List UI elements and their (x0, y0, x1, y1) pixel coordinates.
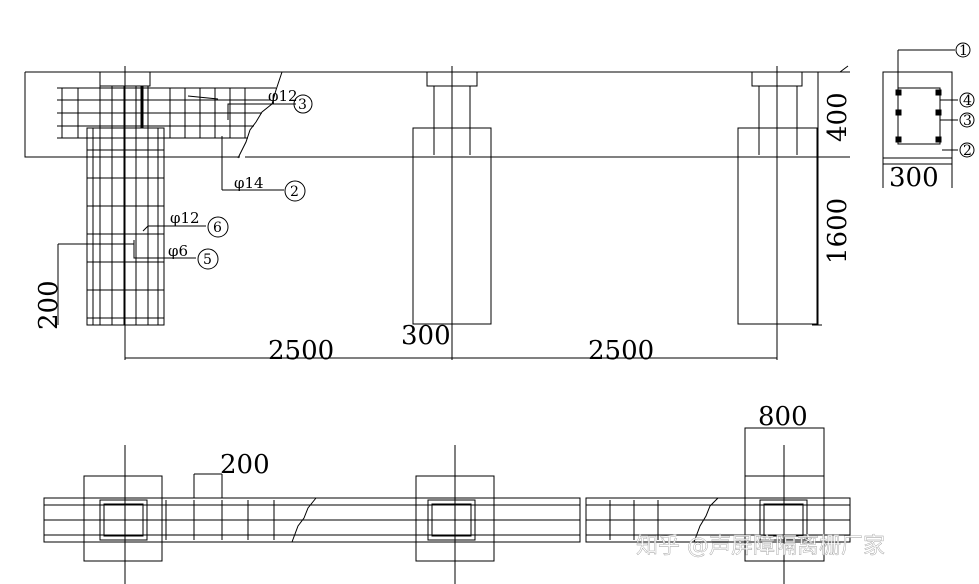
bubble-3-section: 3 (963, 113, 972, 129)
bubble-1-section: 1 (959, 43, 968, 59)
bubble-3-top: 3 (298, 97, 307, 113)
plan-pad-label: 800 (758, 402, 808, 432)
section-outline (882, 71, 953, 159)
cap-width-label: 200 (34, 280, 64, 330)
column-stirrup-label: φ6 (168, 242, 188, 260)
plan-pad-left (83, 475, 163, 562)
bottom-bar-label: φ14 (234, 174, 264, 192)
leader-column-main (142, 225, 206, 232)
section-width-label: 300 (889, 163, 939, 193)
watermark: 知乎 @声屏障隔离栅厂家 (636, 534, 885, 559)
column-main-label: φ12 (170, 209, 200, 227)
leader-column-stirrup (133, 240, 196, 259)
bubble-5: 5 (203, 252, 212, 268)
leader-top-bar (227, 103, 296, 120)
top-bar-label: φ12 (268, 87, 298, 105)
section-view (882, 49, 958, 188)
beam-outline (24, 71, 850, 158)
plan-beam-right (585, 497, 851, 543)
span-left-label: 2500 (268, 336, 334, 366)
bubble-circles (197, 42, 975, 270)
pile-depth-label: 1600 (823, 198, 853, 264)
plan-view (43, 427, 851, 584)
elevation-view (24, 65, 850, 360)
plan-spacing-label: 200 (220, 450, 270, 480)
beam-depth-label: 400 (823, 92, 853, 142)
bubble-2-section: 2 (963, 143, 972, 159)
span-right-label: 2500 (588, 336, 654, 366)
bubble-2-bottom: 2 (290, 184, 299, 200)
bubble-4-section: 4 (963, 93, 972, 109)
column-width-label: 300 (401, 321, 451, 351)
bubble-6: 6 (213, 220, 222, 236)
plan-beam-left (43, 497, 581, 543)
break-line (237, 71, 283, 159)
